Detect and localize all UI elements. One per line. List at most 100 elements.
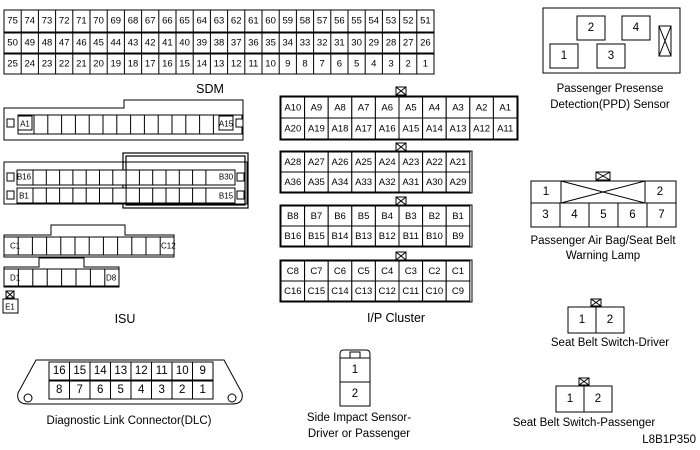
ipc-a-pin: A19 bbox=[308, 124, 325, 135]
sdm-pin: 47 bbox=[59, 38, 70, 49]
ipc-b-pin: B11 bbox=[403, 231, 419, 242]
sdm-pin: 34 bbox=[283, 38, 294, 49]
ipc-a-cell bbox=[492, 117, 518, 140]
sdm-row-frame bbox=[3, 32, 435, 54]
sdm-pin: 70 bbox=[93, 16, 104, 27]
ipc-a-pin: A16 bbox=[379, 124, 396, 135]
lock-icon-stroke bbox=[395, 86, 407, 96]
sdm-pin: 67 bbox=[145, 16, 156, 27]
ipc-b-pin: B2 bbox=[429, 211, 441, 222]
isu-a-pin: A15 bbox=[219, 120, 234, 129]
dlc-label: Diagnostic Link Connector(DLC) bbox=[47, 415, 212, 427]
sbp-pin: 1 bbox=[567, 393, 573, 405]
sdm-pin: 9 bbox=[285, 59, 290, 70]
sdm-pin: 11 bbox=[248, 59, 258, 70]
sdm-pin: 65 bbox=[179, 16, 190, 27]
isu-a-pin: A1 bbox=[20, 120, 30, 129]
dlc-pin: 11 bbox=[156, 365, 168, 377]
ipc-a2-pin: A35 bbox=[308, 177, 325, 188]
ipc-a2-pin: A32 bbox=[379, 177, 396, 188]
ipc-a-pin: A14 bbox=[426, 124, 443, 135]
sdm-pin: 54 bbox=[369, 16, 380, 27]
ipc-a-pin: A4 bbox=[429, 103, 441, 114]
isu-a-outline bbox=[3, 99, 244, 141]
sdm-pin: 6 bbox=[337, 59, 342, 70]
ipc-b-pin: B7 bbox=[311, 211, 323, 222]
side-impact-label: Side Impact Sensor- bbox=[307, 412, 411, 424]
sdm-pin: 29 bbox=[369, 38, 380, 49]
ipc-c-pin: C12 bbox=[378, 286, 395, 297]
sdm-pin: 57 bbox=[317, 16, 328, 27]
isu-a-pin-cell bbox=[218, 115, 234, 131]
sdm-pin: 4 bbox=[371, 59, 376, 70]
ipc-a2-pin: A36 bbox=[284, 177, 301, 188]
isu-d-pin: D8 bbox=[106, 274, 117, 283]
ipc-a-pin: A8 bbox=[334, 103, 346, 114]
sdm-pin: 21 bbox=[76, 59, 87, 70]
sdm-pin: 38 bbox=[214, 38, 225, 49]
ipc-b-pin: B1 bbox=[452, 211, 464, 222]
lamp-pin: 1 bbox=[543, 186, 549, 198]
isu-b-key bbox=[236, 172, 245, 182]
sdm-pin: 33 bbox=[300, 38, 311, 49]
dlc-mount-hole bbox=[23, 393, 33, 403]
dlc-pin: 10 bbox=[176, 365, 189, 377]
ipc-b-pin: B8 bbox=[287, 211, 299, 222]
ipc-a2-pin: A26 bbox=[332, 157, 349, 168]
ipc-b-pin: B13 bbox=[355, 231, 372, 242]
sdm-row-frame bbox=[3, 53, 435, 75]
ipc-c-pin: C6 bbox=[334, 266, 346, 277]
sdm-pin: 60 bbox=[265, 16, 276, 27]
ipc-c-pin: C16 bbox=[284, 286, 301, 297]
ipc-c-pin: C5 bbox=[358, 266, 370, 277]
sdm-pin: 74 bbox=[25, 16, 36, 27]
sdm-pin: 32 bbox=[317, 38, 328, 49]
figure-code: L8B1P350 bbox=[642, 434, 696, 446]
ppd-lock-stroke bbox=[658, 25, 672, 57]
ppd-pin: 2 bbox=[588, 22, 594, 34]
ppd-pin: 1 bbox=[561, 50, 567, 62]
dlc-pin: 3 bbox=[159, 384, 165, 396]
lock-icon-stroke bbox=[578, 377, 590, 386]
side-impact-tab bbox=[339, 349, 371, 360]
ipc-a-pin: A17 bbox=[355, 124, 372, 135]
lamp-pin: 6 bbox=[629, 209, 635, 221]
isu-b-pin: B16 bbox=[17, 173, 32, 182]
ipc-a-pin: A15 bbox=[402, 124, 419, 135]
dlc-pin: 7 bbox=[77, 384, 83, 396]
ipc-a-pin: A18 bbox=[332, 124, 349, 135]
ipc-a2-pin: A21 bbox=[450, 157, 467, 168]
sdm-pin: 12 bbox=[231, 59, 242, 70]
sdm-pin: 28 bbox=[386, 38, 397, 49]
ipc-a2-pin: A27 bbox=[308, 157, 325, 168]
sdm-pin: 63 bbox=[214, 16, 225, 27]
side-impact-latch bbox=[349, 351, 361, 359]
sdm-pin: 39 bbox=[197, 38, 208, 49]
ipc-a-pin: A11 bbox=[497, 124, 513, 135]
sdm-pin: 69 bbox=[111, 16, 122, 27]
dlc-pin: 14 bbox=[94, 365, 107, 377]
ppd-pin-cell bbox=[549, 43, 579, 69]
lamp-pin: 2 bbox=[657, 186, 663, 198]
sdm-pin: 3 bbox=[388, 59, 393, 70]
sdm-pin: 40 bbox=[179, 38, 190, 49]
sdm-pin: 52 bbox=[403, 16, 414, 27]
sdm-pin: 10 bbox=[265, 59, 276, 70]
isu-c-pin: C12 bbox=[161, 242, 176, 251]
dlc-pin: 12 bbox=[135, 365, 148, 377]
figure-code-label: L8B1P350 bbox=[642, 434, 696, 446]
ipc-b-pin: B5 bbox=[358, 211, 370, 222]
ipc-b-pin: B9 bbox=[452, 231, 464, 242]
ppd-label: Passenger Presense bbox=[557, 83, 664, 95]
dlc-pin: 8 bbox=[56, 384, 62, 396]
ipc-a-pin: A13 bbox=[450, 124, 467, 135]
ipc-c-pin: C14 bbox=[331, 286, 348, 297]
sdm-pin: 61 bbox=[248, 16, 259, 27]
lamp-pin: 7 bbox=[658, 209, 664, 221]
ipc-a2-pin: A24 bbox=[379, 157, 396, 168]
sdm-pin: 15 bbox=[179, 59, 190, 70]
